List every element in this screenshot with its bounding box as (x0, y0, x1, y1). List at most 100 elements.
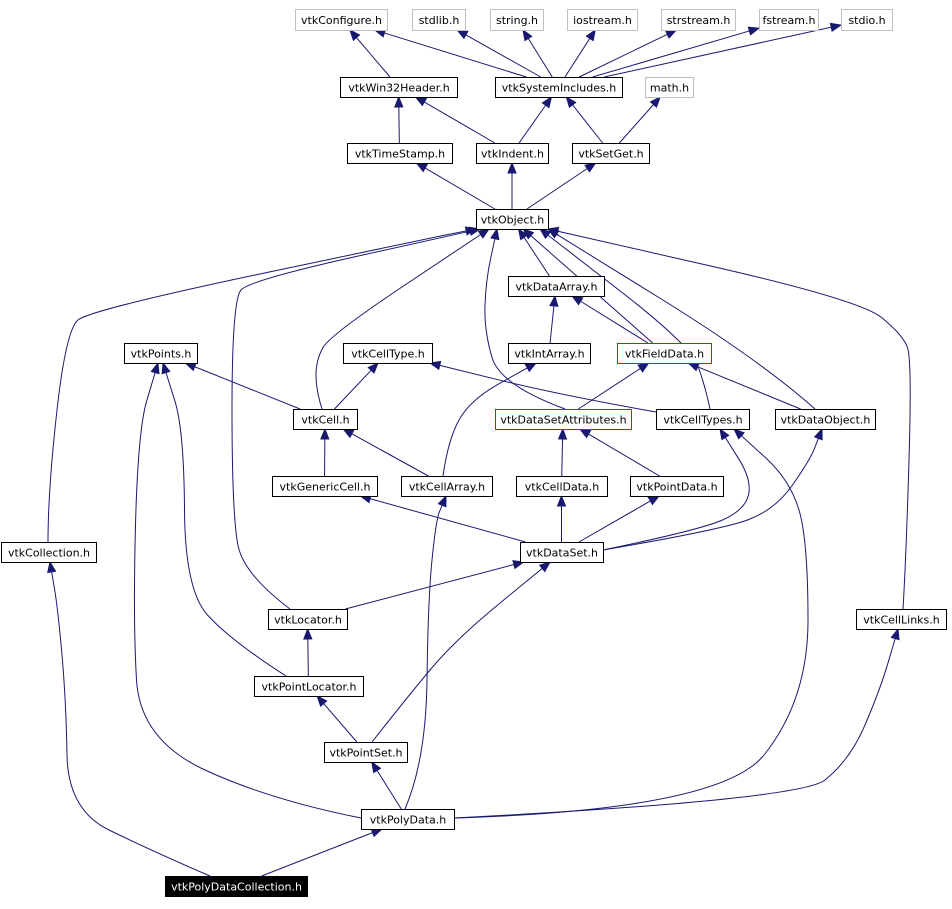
arrowhead-icon (367, 362, 379, 374)
node-box (617, 343, 712, 364)
node-label: vtkWin32Header.h (348, 82, 449, 95)
node-vtkGenericCell[interactable]: vtkGenericCell.h (272, 476, 378, 497)
node-vtkCellType[interactable]: vtkCellType.h (343, 343, 433, 364)
edge-line (322, 702, 358, 743)
arrowhead-icon (507, 161, 517, 174)
node-box (165, 876, 308, 897)
node-iostream[interactable]: iostream.h (567, 9, 638, 31)
node-vtkSetGet[interactable]: vtkSetGet.h (572, 143, 650, 164)
edge-vtkDataSet-to-vtkCellData (556, 494, 567, 542)
node-vtkCellArray[interactable]: vtkCellArray.h (401, 476, 493, 497)
edge-vtkPointSet-to-vtkDataSet (371, 561, 552, 743)
node-vtkCellData[interactable]: vtkCellData.h (516, 476, 608, 497)
node-vtkCell[interactable]: vtkCell.h (293, 409, 358, 430)
arrowhead-icon (565, 95, 577, 109)
node-label: strstream.h (667, 14, 731, 27)
node-vtkLocator[interactable]: vtkLocator.h (268, 609, 348, 630)
node-vtkConfigure[interactable]: vtkConfigure.h (295, 9, 388, 31)
arrowhead-icon (829, 22, 843, 32)
node-box (645, 77, 694, 98)
edge-line (261, 831, 374, 877)
node-label: vtkLocator.h (274, 614, 342, 627)
edge-line (438, 364, 657, 413)
edge-vtkCellTypes-to-vtkCellType (428, 360, 657, 413)
node-math[interactable]: math.h (645, 77, 694, 98)
arrowhead-icon (394, 95, 404, 108)
node-label: vtkDataSet.h (526, 547, 598, 560)
arrowhead-icon (47, 560, 57, 574)
edge-vtkObject-to-vtkTimeStamp (415, 162, 496, 210)
node-vtkSystemIncludes[interactable]: vtkSystemIncludes.h (495, 77, 623, 98)
node-box (272, 476, 378, 497)
node-vtkDataArray[interactable]: vtkDataArray.h (508, 276, 605, 297)
node-vtkObject[interactable]: vtkObject.h (476, 209, 549, 230)
arrowhead-icon (455, 29, 469, 40)
arrowhead-icon (687, 362, 700, 372)
edge-vtkPointSet-to-vtkPointLocator (316, 694, 358, 743)
node-label: vtkCellData.h (525, 481, 600, 494)
node-vtkWin32Header[interactable]: vtkWin32Header.h (340, 77, 458, 98)
node-label: vtkCellType.h (351, 348, 425, 361)
arrowhead-icon (570, 295, 584, 306)
edge-vtkPointLocator-to-vtkLocator (303, 627, 313, 677)
edge-line (404, 504, 443, 810)
node-box (520, 542, 604, 563)
node-vtkPoints[interactable]: vtkPoints.h (124, 343, 198, 364)
arrowhead-icon (320, 427, 330, 440)
node-vtkPointData[interactable]: vtkPointData.h (630, 476, 724, 497)
node-label: vtkCellTypes.h (663, 414, 742, 427)
node-vtkPolyData[interactable]: vtkPolyData.h (361, 809, 455, 830)
edge-vtkObject-to-vtkIndent (507, 161, 517, 209)
node-vtkPointSet[interactable]: vtkPointSet.h (324, 742, 408, 763)
edge-vtkDataObject-to-vtkObject (546, 228, 816, 410)
node-vtkDataSet[interactable]: vtkDataSet.h (520, 542, 604, 563)
node-vtkTimeStamp[interactable]: vtkTimeStamp.h (347, 143, 453, 164)
node-string[interactable]: string.h (490, 9, 544, 31)
arrowhead-icon (541, 95, 553, 109)
node-vtkDataObject[interactable]: vtkDataObject.h (775, 409, 876, 430)
edge-line (602, 437, 820, 551)
edge-line (464, 33, 541, 78)
edge-line (442, 366, 529, 477)
edge-vtkPolyDataCollection-to-vtkCollection (47, 560, 211, 877)
edge-vtkPointLocator-to-vtkPoints (161, 361, 287, 677)
edge-line (484, 237, 566, 410)
node-label: math.h (650, 82, 689, 95)
node-vtkPointLocator[interactable]: vtkPointLocator.h (254, 676, 364, 697)
node-stdlib[interactable]: stdlib.h (412, 9, 466, 31)
node-label: vtkSystemIncludes.h (502, 82, 616, 95)
node-label: vtkDataArray.h (516, 281, 598, 294)
arrowhead-icon (546, 226, 560, 236)
edge-line (523, 236, 550, 277)
edges (47, 22, 911, 877)
edge-line (368, 497, 526, 543)
edge-vtkPolyData-to-vtkPoints (133, 361, 362, 819)
node-box (759, 9, 819, 31)
arrowhead-icon (538, 561, 552, 573)
node-strstream[interactable]: strstream.h (661, 9, 736, 31)
edge-line (592, 30, 751, 78)
arrowhead-icon (437, 494, 447, 508)
node-vtkIntArray[interactable]: vtkIntArray.h (508, 343, 591, 364)
edge-line (50, 570, 211, 877)
node-label: vtkPolyDataCollection.h (171, 881, 302, 894)
node-vtkDataSetAttributes[interactable]: vtkDataSetAttributes.h (495, 409, 632, 430)
edge-vtkTimeStamp-to-vtkWin32Header (394, 95, 404, 144)
edge-line (578, 500, 652, 543)
node-box (572, 143, 650, 164)
edge-vtkSetGet-to-math (618, 95, 662, 144)
node-fstream[interactable]: fstream.h (759, 9, 819, 31)
node-box (516, 476, 608, 497)
node-label: iostream.h (573, 14, 632, 27)
node-vtkCellTypes[interactable]: vtkCellTypes.h (656, 409, 750, 430)
node-stdio[interactable]: stdio.h (841, 9, 893, 31)
edge-vtkObject-to-vtkSetGet (526, 162, 597, 210)
edge-vtkPolyData-to-vtkPointSet (371, 760, 402, 810)
node-vtkFieldData[interactable]: vtkFieldData.h (617, 343, 712, 364)
node-vtkPolyDataCollection[interactable]: vtkPolyDataCollection.h (165, 876, 308, 897)
node-vtkCellLinks[interactable]: vtkCellLinks.h (856, 609, 947, 630)
node-vtkCollection[interactable]: vtkCollection.h (1, 542, 97, 563)
node-box (495, 77, 623, 98)
node-vtkIndent[interactable]: vtkIndent.h (476, 143, 549, 164)
